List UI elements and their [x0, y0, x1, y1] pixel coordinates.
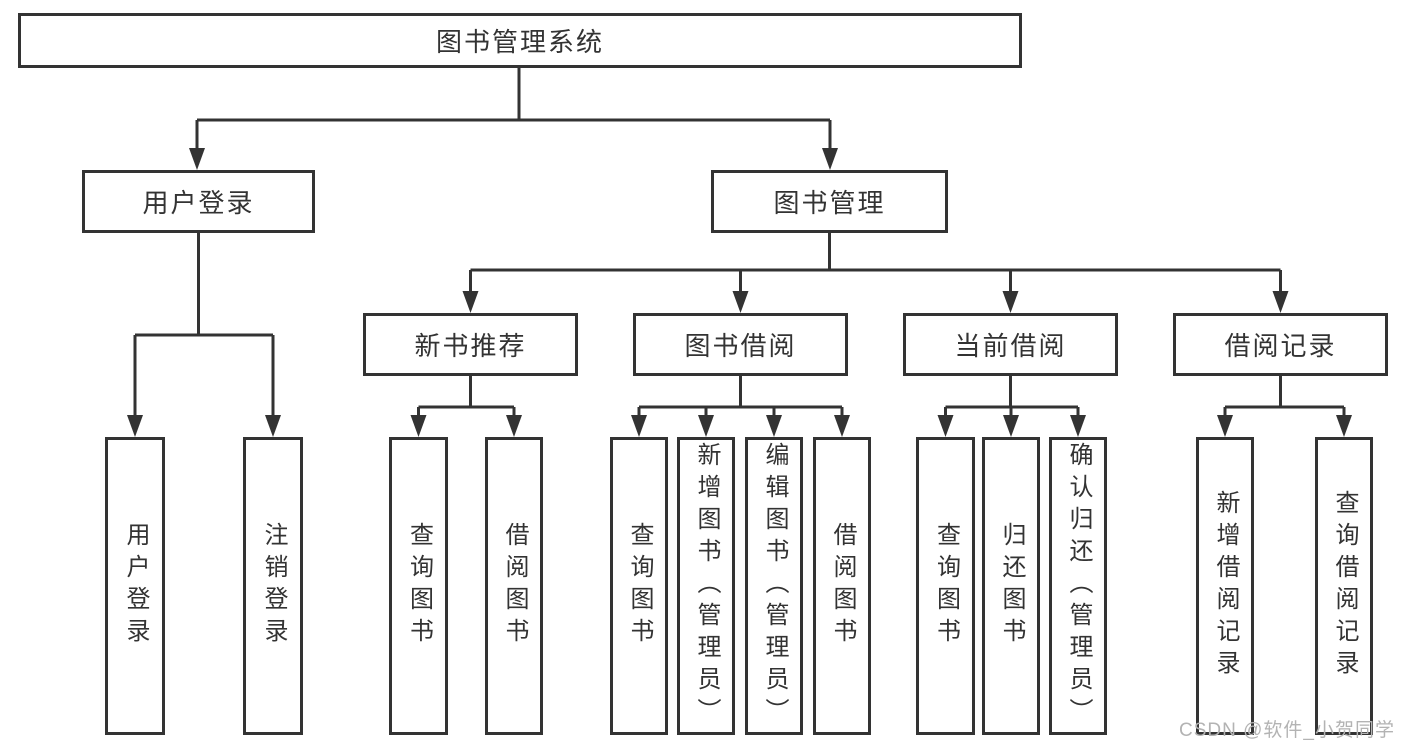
leaf-label: 借阅图书	[501, 522, 528, 650]
csdn-watermark: CSDN @软件_小贺同学	[1179, 720, 1395, 741]
leaf-query-borrow-record: 查询借阅记录	[1315, 437, 1373, 735]
leaf-edit-book-admin: 编辑图书（管理员）	[745, 437, 803, 735]
node-label: 当前借阅	[954, 331, 1067, 361]
node-current-borrow: 当前借阅	[903, 313, 1118, 376]
node-borrow-records: 借阅记录	[1173, 313, 1388, 376]
leaf-borrow-books: 借阅图书	[813, 437, 871, 735]
leaf-add-book-admin: 新增图书（管理员）	[677, 437, 735, 735]
leaf-label: 查询借阅记录	[1331, 490, 1358, 682]
node-root-label: 图书管理系统	[435, 27, 604, 57]
node-label: 用户登录	[142, 188, 255, 218]
leaf-label: 编辑图书（管理员）	[761, 442, 788, 730]
leaf-return-book: 归还图书	[982, 437, 1040, 735]
leaf-label: 确认归还（管理员）	[1065, 442, 1092, 730]
leaf-confirm-return-admin: 确认归还（管理员）	[1049, 437, 1107, 735]
node-book-management: 图书管理	[711, 170, 948, 233]
leaf-query-books-recommend: 查询图书	[389, 437, 448, 735]
leaf-label: 归还图书	[998, 522, 1025, 650]
node-user-login: 用户登录	[82, 170, 315, 233]
leaf-label: 查询图书	[932, 522, 960, 650]
leaf-label: 借阅图书	[829, 522, 856, 650]
leaf-add-borrow-record: 新增借阅记录	[1196, 437, 1254, 735]
node-label: 新书推荐	[414, 331, 527, 361]
leaf-label: 查询图书	[405, 522, 433, 650]
leaf-borrow-books-recommend: 借阅图书	[485, 437, 543, 735]
leaf-query-books-current: 查询图书	[916, 437, 975, 735]
leaf-logout: 注销登录	[243, 437, 303, 735]
node-label: 图书管理	[773, 188, 886, 218]
leaf-query-books-borrow: 查询图书	[610, 437, 668, 735]
leaf-label: 注销登录	[260, 522, 287, 650]
node-label: 图书借阅	[684, 331, 797, 361]
leaf-label: 新增图书（管理员）	[693, 442, 720, 730]
node-book-borrow: 图书借阅	[633, 313, 848, 376]
node-label: 借阅记录	[1224, 331, 1337, 361]
node-new-book-recommend: 新书推荐	[363, 313, 578, 376]
leaf-label: 查询图书	[626, 522, 653, 650]
leaf-label: 用户登录	[122, 522, 149, 650]
leaf-user-login: 用户登录	[105, 437, 165, 735]
node-root-system: 图书管理系统	[18, 13, 1022, 68]
leaf-label: 新增借阅记录	[1212, 490, 1239, 682]
